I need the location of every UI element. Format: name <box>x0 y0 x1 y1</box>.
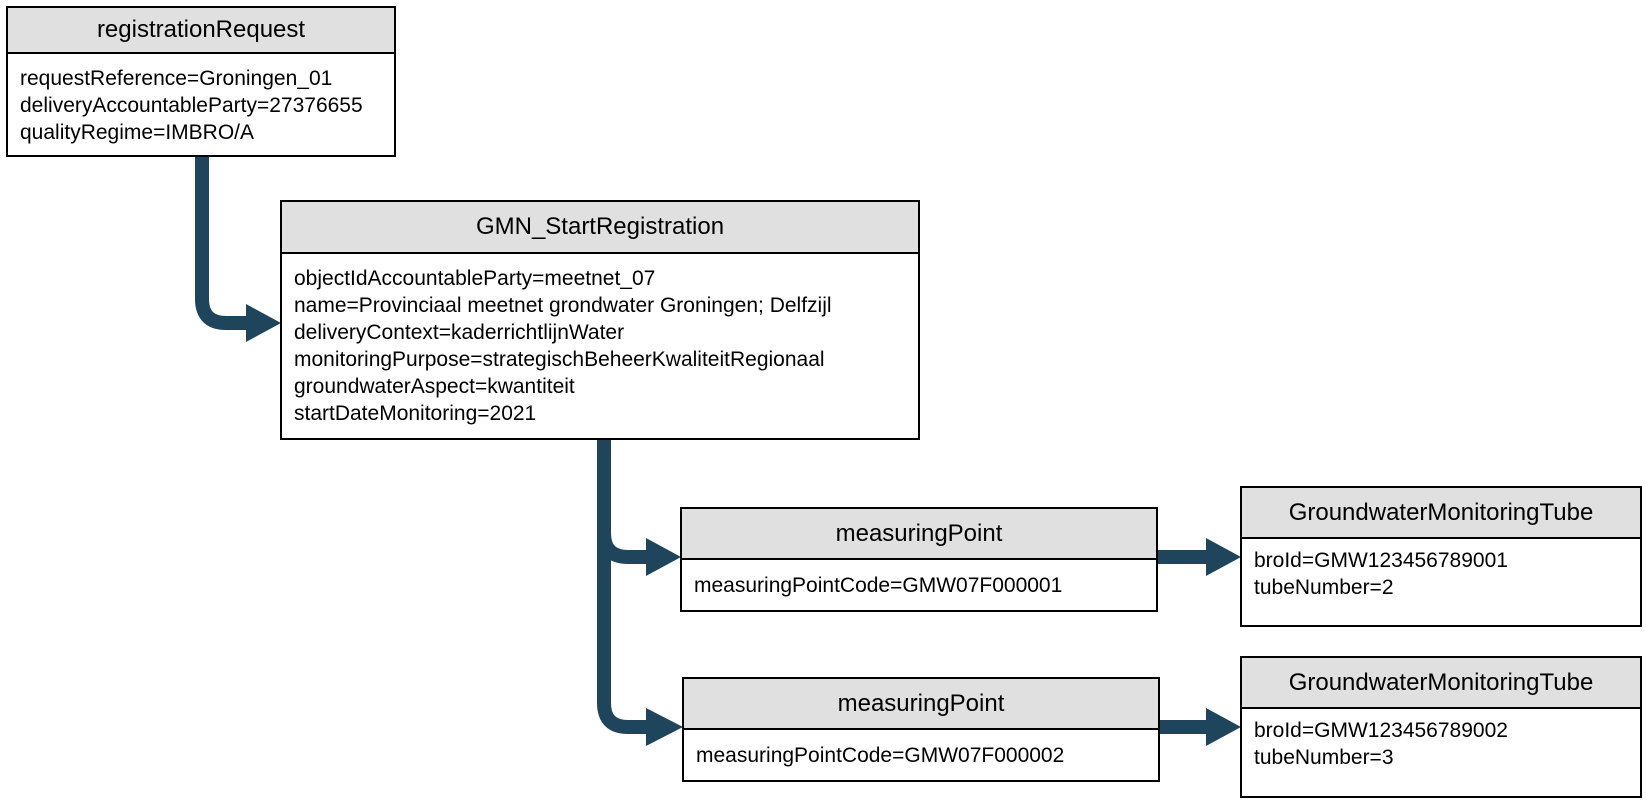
node-title-text: GroundwaterMonitoringTube <box>1288 668 1594 696</box>
node-measuring-point-2: measuringPoint measuringPointCode=GMW07F… <box>682 677 1160 782</box>
node-attribute: monitoringPurpose=strategischBeheerKwali… <box>294 348 825 371</box>
node-attribute: broId=GMW123456789002 <box>1254 719 1508 742</box>
connector-gmn-to-measuringpoint-2 <box>597 439 683 746</box>
connector-registration-to-gmn <box>195 157 281 342</box>
node-attribute: name=Provinciaal meetnet grondwater Gron… <box>294 294 832 317</box>
node-attributes: objectIdAccountableParty=meetnet_07 name… <box>282 254 918 427</box>
node-title-text: GroundwaterMonitoringTube <box>1288 498 1594 526</box>
node-attributes: requestReference=Groningen_01 deliveryAc… <box>8 54 394 146</box>
node-attribute: deliveryContext=kaderrichtlijnWater <box>294 321 625 344</box>
node-title: registrationRequest <box>8 8 394 54</box>
arrowhead-icon <box>646 708 683 746</box>
node-attribute: objectIdAccountableParty=meetnet_07 <box>294 267 656 290</box>
node-attributes: broId=GMW123456789002 tubeNumber=3 <box>1242 709 1640 771</box>
node-measuring-point-1: measuringPoint measuringPointCode=GMW07F… <box>680 507 1158 612</box>
node-title: measuringPoint <box>682 509 1156 560</box>
node-groundwater-monitoring-tube-1: GroundwaterMonitoringTube broId=GMW12345… <box>1240 486 1642 627</box>
node-attribute: requestReference=Groningen_01 <box>20 67 333 90</box>
connector-gmn-to-measuringpoint-1 <box>597 439 681 576</box>
node-attribute: tubeNumber=3 <box>1254 746 1394 769</box>
node-attribute: tubeNumber=2 <box>1254 576 1394 599</box>
arrowhead-icon <box>646 538 681 576</box>
node-attribute: measuringPointCode=GMW07F000001 <box>694 573 1063 597</box>
node-attribute: groundwaterAspect=kwantiteit <box>294 375 575 398</box>
node-attributes: broId=GMW123456789001 tubeNumber=2 <box>1242 539 1640 601</box>
node-title: GMN_StartRegistration <box>282 202 918 254</box>
node-registration-request: registrationRequest requestReference=Gro… <box>6 6 396 157</box>
node-attribute: deliveryAccountableParty=27376655 <box>20 94 363 117</box>
connector-measuringpoint-1-to-tube-1 <box>1158 538 1241 576</box>
node-attribute: startDateMonitoring=2021 <box>294 402 537 425</box>
node-attributes: measuringPointCode=GMW07F000001 <box>682 560 1156 610</box>
arrowhead-icon <box>246 304 281 342</box>
node-groundwater-monitoring-tube-2: GroundwaterMonitoringTube broId=GMW12345… <box>1240 656 1642 798</box>
node-gmn-start-registration: GMN_StartRegistration objectIdAccountabl… <box>280 200 920 440</box>
connector-measuringpoint-2-to-tube-2 <box>1160 708 1241 746</box>
node-attribute: broId=GMW123456789001 <box>1254 549 1508 572</box>
node-title-text: GMN_StartRegistration <box>475 213 725 240</box>
node-attribute: measuringPointCode=GMW07F000002 <box>696 743 1065 767</box>
arrowhead-icon <box>1206 538 1241 576</box>
node-attributes: measuringPointCode=GMW07F000002 <box>684 730 1158 780</box>
node-attribute: qualityRegime=IMBRO/A <box>20 121 255 144</box>
arrowhead-icon <box>1206 708 1241 746</box>
connector-line <box>195 157 248 330</box>
node-title: measuringPoint <box>684 679 1158 730</box>
node-title-text: measuringPoint <box>835 519 1003 547</box>
connector-line <box>597 439 648 734</box>
node-title-text: registrationRequest <box>96 16 306 43</box>
node-title: GroundwaterMonitoringTube <box>1242 488 1640 539</box>
node-title-text: measuringPoint <box>837 689 1005 717</box>
node-title: GroundwaterMonitoringTube <box>1242 658 1640 709</box>
